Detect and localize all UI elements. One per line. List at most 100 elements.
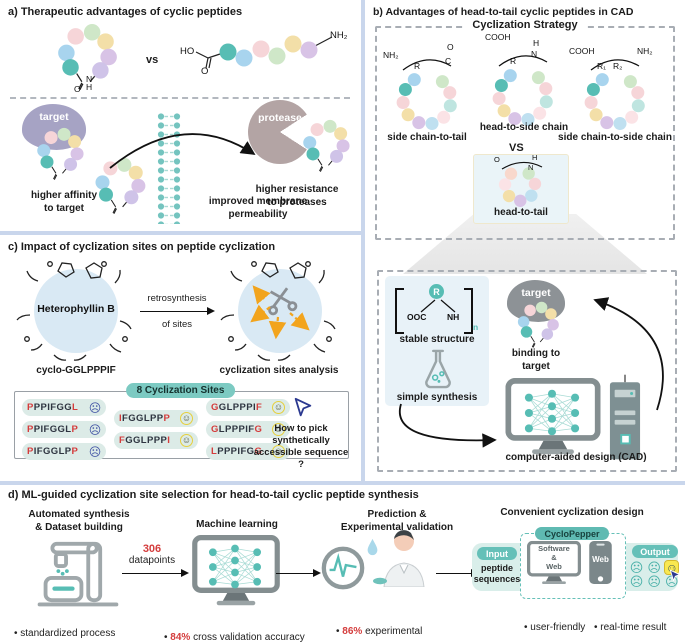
target-label: target [521,287,551,299]
bridge-bond [498,55,548,67]
cursor-icon [294,397,312,417]
step4-bullet1: • user-friendly [524,622,586,633]
head-to-tail-label: head-to-tail [494,207,548,218]
happy-face-icon [272,423,285,436]
cyclopepper-pill: CycloPepper [535,527,609,540]
s3-nh2: NH₂ [637,46,653,56]
s2-cooh: COOH [485,32,511,42]
side-chain-to-side-chain-icon: COOH R₁ R₂ NH₂ [569,44,661,134]
happy-face-highlighted-icon [664,560,680,575]
sequence-pill: GLPPPIFG [206,421,290,438]
sad-face-icon [89,446,101,458]
happy-face-icon [272,445,285,458]
linear-ho: HO [180,46,195,57]
side-chain-to-tail-icon: NH₂ R O C [381,42,473,134]
nh-label: NH [447,312,460,322]
input-sub: peptide sequences [473,563,521,585]
happy-face-icon [272,401,285,414]
s1-o: O [447,42,454,52]
sad-face-icon [630,575,643,588]
right-bracket [464,288,473,334]
cad-label: computer-aided design (CAD) [505,452,647,463]
retro-arrow [140,307,215,316]
bridge-bond [590,59,640,71]
sad-face-icon [648,561,661,574]
s3-label: side chain-to-side chain [558,132,672,143]
divider [10,97,350,99]
datapoints-label: datapoints [128,555,176,566]
software-label: Software & Web [538,544,570,571]
step1-bullets: • standardized process • within minutes … [14,627,116,639]
amide-bridge [501,161,543,170]
s2-h: H [533,38,540,48]
s1-nh2: NH₂ [383,50,399,60]
retro-label-top: retrosynthesis [147,293,207,304]
s2-n: N [531,49,538,59]
panel-d-ml-pipeline: d) ML-guided cyclization site selection … [0,485,685,644]
output-faces [630,560,682,588]
s1-c: C [445,56,452,66]
happy-face-icon [180,412,193,425]
membrane-icon [156,112,182,224]
simple-synthesis-label: simple synthesis [396,392,478,403]
sequence-pill: PPPIFGGL [22,399,106,416]
cursor-icon [669,569,681,582]
vs-label: VS [509,142,524,154]
protease-icon [248,100,312,164]
bridge-bond [402,59,452,71]
left-bracket [395,288,404,334]
bead-arc-icon [487,62,559,128]
s1-label: side chain-to-tail [387,132,467,143]
repeat-unit-structure: R OOC NH n [395,284,479,334]
ooc-label: OOC [407,312,427,322]
s3-r2: R₂ [613,61,623,71]
s1-r: R [414,61,421,71]
s2-r: R [510,56,517,66]
happy-face-icon [180,434,193,447]
r-bead: R [429,284,444,299]
pulse-icon [321,546,365,590]
s2-label: head-to-side chain [479,122,569,133]
sites-badge: 8 Cyclization Sites [125,383,236,398]
neural-network-icon [519,388,585,438]
panel-c-cyclization-sites: c) Impact of cyclization sites on peptid… [0,235,361,481]
step2-title: Machine learning [196,519,278,530]
output-pill: Output [632,545,678,558]
sad-face-icon [648,575,661,588]
analysis-caption: cyclization sites analysis [219,365,339,376]
s3-r1: R₁ [597,61,607,71]
sequence-pill: LPPPIFGG [206,443,290,460]
step2-bullet: • 84% cross validation accuracy [164,631,305,643]
stable-structure-label: stable structure [399,334,475,345]
sequence-pill: IFGGLPPP [114,410,198,427]
scissors-icon [268,287,298,316]
robot-synthesizer-icon [37,541,119,607]
binding-caption: binding to target [511,348,561,372]
retro-label-bottom: of sites [161,319,193,330]
head-to-side-chain-icon: COOH R H N [477,32,569,128]
input-pill: Input [477,547,517,560]
target-label: target [39,111,69,123]
arrow-1 [122,569,189,578]
linear-nh2: NH₂ [330,30,348,41]
panel-d-title: d) ML-guided cyclization site selection … [8,489,419,501]
panel-b-head-to-tail-advantages: b) Advantages of head-to-tail cyclic pep… [365,0,685,481]
step4-title: Convenient cyclization design [500,507,644,518]
sad-face-icon [630,561,643,574]
neural-network-icon [204,543,266,591]
analysis-molecule [218,259,342,363]
target-blob-gray: target [507,280,565,322]
panel-a-title: a) Therapeutic advantages of cyclic pept… [8,6,243,18]
permeability-caption: improved membrane permeability [208,196,308,220]
datapoints-number: 306 [142,543,162,555]
sad-face-icon [89,424,101,436]
peptide-ring-icon [515,300,561,348]
arrow-2 [276,569,321,578]
phone-icon [589,541,612,584]
vs-label: vs [146,54,159,66]
ht-o: O [494,155,500,164]
step3-title: Prediction & Experimental validation [340,509,454,533]
flask-to-cad-arrow [398,403,497,448]
amide-h: H [86,82,93,92]
